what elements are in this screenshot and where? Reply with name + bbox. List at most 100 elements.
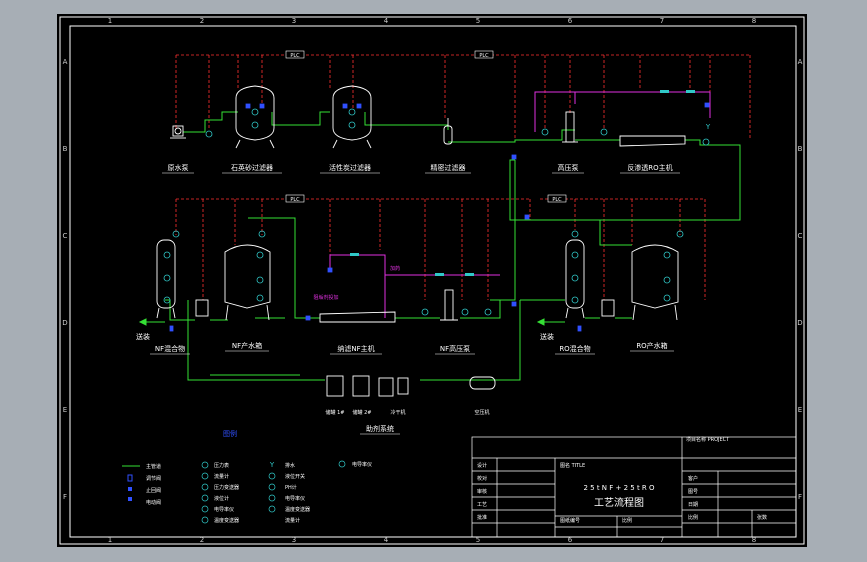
- nf-high-pressure-pump: [440, 289, 458, 321]
- legend: 主管道 调节阀 止回阀 电动阀 压力表 流量计 压力变送器 液位计 电导率仪 温…: [122, 460, 372, 524]
- instrument-icon: [205, 130, 213, 138]
- instrument-icon: [251, 108, 259, 116]
- plc-tag: PLC: [290, 53, 300, 59]
- legend-side-label: 图例: [223, 429, 237, 438]
- sand-filter: [235, 85, 275, 149]
- instrument-icon: [348, 121, 356, 129]
- drawing-sheet: [57, 14, 807, 547]
- instrument-icon: [256, 276, 264, 284]
- label-precision-filter: 精密过滤器: [431, 163, 466, 172]
- drawing-title-line1: 2 5 t N F + 2 5 t R O: [583, 484, 655, 492]
- water-pipes: [165, 111, 741, 381]
- row-marker: D: [797, 319, 802, 327]
- nf-product-tank: [224, 244, 271, 321]
- instrument-icon: [663, 251, 671, 259]
- legend-item: 流量计: [285, 517, 300, 524]
- legend-item: 压力变送器: [214, 484, 239, 491]
- title-block-label: 设计: [477, 462, 487, 469]
- title-block-label: 比例: [688, 514, 698, 521]
- legend-item: 电导率仪: [352, 461, 372, 468]
- nf-mix-column: [156, 239, 176, 319]
- valve-icon: [511, 154, 517, 160]
- instrument-icon: [256, 251, 264, 259]
- instrument-icon: [676, 230, 684, 238]
- legend-item: 调节阀: [146, 475, 161, 482]
- legend-item: 压力表: [214, 462, 229, 469]
- col-marker: 2: [200, 536, 204, 544]
- inline-meters: [350, 90, 695, 276]
- legend-item: 温度变送器: [214, 517, 239, 524]
- title-block-text: 项目名称 PROJECT 图名 TITLE 设计 校对 审核 工艺 批准 图纸编…: [477, 436, 767, 524]
- label-sand-filter: 石英砂过滤器: [231, 163, 273, 172]
- valve-icon: [356, 103, 362, 109]
- instrument-icon: [461, 308, 469, 316]
- top-row-labels: 原水泵 石英砂过滤器 活性炭过滤器 精密过滤器 高压泵 反渗透RO主机: [168, 163, 673, 172]
- row-marker: C: [798, 232, 803, 240]
- instrument-icon: [571, 230, 579, 238]
- legend-item: 止回阀: [146, 487, 161, 494]
- aux-compressor: [469, 376, 496, 390]
- outlet-arrows: [138, 318, 565, 326]
- title-block-label: 比例: [622, 517, 632, 524]
- label-outlet-right: 送装: [540, 332, 554, 341]
- carbon-filter: [332, 85, 372, 149]
- title-block-label: 图号: [688, 489, 698, 495]
- instrument-icon: [163, 296, 171, 304]
- aux-dryer: [378, 377, 394, 397]
- aux-system-title: 助剂系统: [366, 424, 394, 433]
- legend-item: 电导率仪: [285, 495, 305, 502]
- aux-labels: 储罐 1# 储罐 2# 冷干机 空压机: [326, 409, 490, 416]
- flow-meter-icon: [435, 273, 444, 276]
- ro-mix-column: [565, 239, 585, 319]
- valve-icon: [245, 103, 251, 109]
- flow-meter-icon: [350, 253, 359, 256]
- row-marker: E: [798, 406, 802, 414]
- title-block-label: 张数: [757, 514, 767, 521]
- col-marker: 1: [108, 17, 112, 25]
- valve-icon: [342, 103, 348, 109]
- middle-row-underlines: [150, 350, 674, 355]
- plc-tag: PLC: [479, 53, 489, 59]
- title-block-label: 校对: [477, 475, 487, 482]
- y-marker: Y: [705, 123, 711, 131]
- grid-row-markers: A B C D E F A B C D E F: [62, 58, 802, 501]
- col-marker: 3: [292, 17, 296, 25]
- row-marker: B: [63, 145, 68, 153]
- row-marker: D: [62, 319, 67, 327]
- outer-frame: [59, 16, 805, 545]
- instrument-icon: [256, 294, 264, 302]
- flow-meter-icon: [660, 90, 669, 93]
- legend-y-symbol: Y: [269, 461, 275, 469]
- ro-membrane-unit: [619, 135, 686, 147]
- valve-icon: [577, 325, 582, 332]
- instrument-icon: [571, 251, 579, 259]
- label-raw-water-pump: 原水泵: [168, 163, 189, 172]
- col-marker: 6: [568, 536, 573, 544]
- col-marker: 7: [660, 17, 664, 25]
- legend-item: 液位开关: [285, 473, 305, 480]
- col-marker: 1: [108, 536, 112, 544]
- title-block-label: 客户: [688, 475, 698, 482]
- flow-meter-icon: [465, 273, 474, 276]
- col-marker: 7: [660, 536, 664, 544]
- title-block: [471, 436, 797, 538]
- row-marker: A: [63, 58, 68, 66]
- aux-tank-2: [352, 375, 370, 397]
- dosing-label: 阻垢剂投加: [313, 294, 338, 301]
- instrument-icon: [251, 121, 259, 129]
- nf-feed-pump: [195, 299, 209, 317]
- instrument-icon: [663, 276, 671, 284]
- ro-high-pressure-pump: [562, 111, 578, 143]
- aux-filter: [397, 377, 409, 395]
- row-marker: E: [63, 406, 67, 414]
- valve-icon: [327, 267, 333, 273]
- inner-frame: [69, 25, 797, 538]
- instrument-icon: [702, 138, 710, 146]
- instrument-icon: [258, 230, 266, 238]
- plc-tags: PLC PLC PLC PLC: [285, 50, 567, 203]
- col-marker: 4: [384, 536, 389, 544]
- valve-icon: [305, 315, 311, 321]
- legend-item: PH计: [285, 484, 297, 491]
- label-nf-unit: 纳滤NF主机: [337, 344, 374, 353]
